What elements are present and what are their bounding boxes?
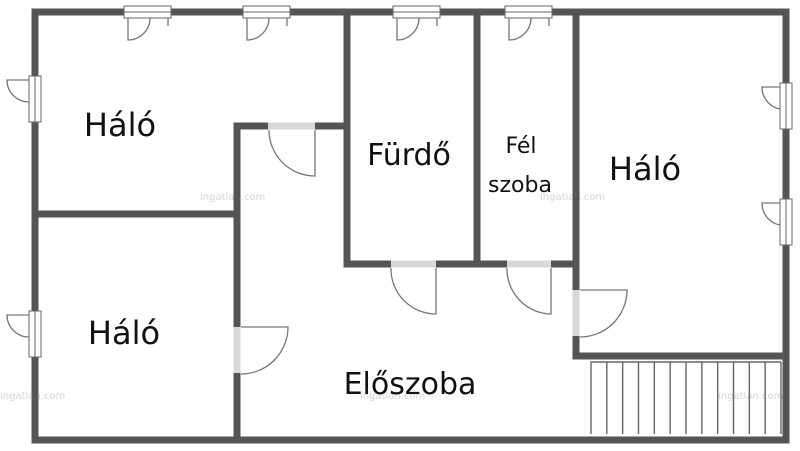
door-right-bedroom bbox=[579, 289, 628, 338]
room-labels: Háló Háló Fürdő Fél szoba Háló Előszoba bbox=[84, 106, 681, 402]
room-label-halo-top-left: Háló bbox=[84, 106, 156, 144]
windows bbox=[6, 5, 793, 358]
watermark-1: ingatlan.com bbox=[200, 192, 265, 203]
door-openings bbox=[233, 122, 580, 373]
door-top-left-bedroom bbox=[268, 129, 316, 177]
door-bottom-left-bedroom bbox=[240, 326, 289, 375]
room-label-felszoba-line2: szoba bbox=[488, 173, 552, 198]
doors bbox=[240, 129, 628, 375]
staircase bbox=[590, 361, 782, 434]
room-label-halo-right: Háló bbox=[609, 150, 681, 188]
interior-walls bbox=[31, 8, 790, 444]
room-label-furdo: Fürdő bbox=[367, 138, 451, 173]
room-label-eloszoba: Előszoba bbox=[344, 367, 477, 402]
room-label-halo-bottom-left: Háló bbox=[88, 314, 160, 352]
room-label-felszoba-line1: Fél bbox=[505, 134, 536, 159]
door-bath bbox=[390, 267, 437, 315]
watermark-5: ingatlan.com bbox=[718, 391, 783, 402]
door-halfroom bbox=[506, 267, 552, 315]
watermark-4: ingatlan.com bbox=[360, 391, 425, 402]
